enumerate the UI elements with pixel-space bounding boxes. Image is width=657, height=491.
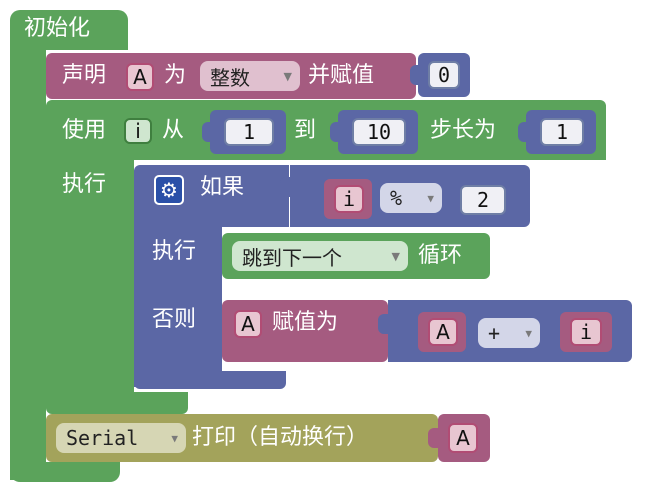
assign-block[interactable]: A 赋值为 [222, 300, 388, 362]
chevron-down-icon: ▼ [391, 249, 400, 263]
add-left-var[interactable]: A [428, 318, 458, 346]
add-right-block[interactable]: i [560, 312, 612, 352]
connector-tab [330, 122, 342, 142]
connector-tab [202, 122, 214, 142]
init-block-spine [10, 50, 46, 480]
if-label: 如果 [200, 175, 245, 200]
connector-tab [518, 122, 530, 142]
declare-prefix: 声明 [62, 63, 107, 88]
if-block-spine [134, 225, 222, 387]
continue-block[interactable]: 跳到下一个 ▼ 循环 [222, 233, 490, 279]
chevron-down-icon: ▼ [283, 69, 292, 83]
declare-assign-label: 并赋值 [308, 63, 375, 88]
declare-block[interactable]: 声明 A 为 整数 ▼ 并赋值 [46, 53, 416, 99]
add-left-block[interactable]: A [418, 312, 466, 352]
for-to-value[interactable]: 10 [352, 118, 406, 146]
if-do-label: 执行 [152, 239, 197, 264]
declare-var-field[interactable]: A [126, 63, 154, 91]
for-use-label: 使用 [62, 118, 107, 143]
for-do-label: 执行 [62, 172, 107, 197]
add-operator-value: + [488, 321, 501, 345]
for-step-value[interactable]: 1 [540, 118, 584, 146]
if-else-label: 否则 [152, 307, 197, 332]
for-loop-block[interactable]: 使用 i 从 1 到 10 步长为 1 执行 [46, 100, 606, 420]
serial-port-value: Serial [66, 426, 139, 450]
serial-print-label: 打印（自动换行） [192, 425, 369, 450]
for-var-field[interactable]: i [124, 118, 152, 144]
add-right-var[interactable]: i [570, 318, 602, 346]
condition-var-block[interactable]: i [324, 179, 372, 219]
for-loop-spine [46, 160, 134, 400]
declare-as-label: 为 [164, 63, 187, 88]
if-condition-block[interactable]: i % ▼ 2 [280, 165, 530, 227]
operator-value: % [390, 186, 403, 210]
init-block-bottom [10, 462, 120, 482]
condition-var[interactable]: i [334, 185, 364, 213]
gear-icon[interactable]: ⚙ [154, 175, 184, 205]
connector-tab [280, 177, 292, 197]
assign-label: 赋值为 [272, 310, 339, 335]
declare-init-value[interactable]: 0 [428, 61, 460, 89]
for-from-label: 从 [162, 118, 185, 143]
for-to-block[interactable]: 10 [330, 110, 418, 154]
if-block-bottom [134, 371, 286, 389]
loop-control-value: 跳到下一个 [242, 245, 342, 270]
serial-port-dropdown[interactable]: Serial ▼ [56, 423, 186, 453]
operator-dropdown[interactable]: % ▼ [380, 183, 442, 213]
add-block[interactable]: A + ▼ i [378, 300, 632, 362]
serial-value-block[interactable]: A [428, 414, 490, 462]
if-block[interactable]: ⚙ 如果 执行 否则 [134, 165, 494, 395]
for-from-value[interactable]: 1 [224, 118, 274, 146]
for-to-label: 到 [294, 118, 317, 143]
loop-control-dropdown[interactable]: 跳到下一个 ▼ [232, 241, 408, 271]
chevron-down-icon: ▼ [171, 431, 178, 445]
chevron-down-icon: ▼ [525, 326, 532, 340]
declare-value-block[interactable]: 0 [410, 53, 470, 97]
loop-control-suffix: 循环 [418, 243, 463, 268]
add-operator-dropdown[interactable]: + ▼ [478, 318, 540, 348]
for-step-label: 步长为 [430, 118, 497, 143]
declare-type-value: 整数 [210, 65, 250, 90]
for-step-block[interactable]: 1 [518, 110, 596, 154]
init-block-top [10, 10, 128, 50]
for-loop-bottom [46, 392, 188, 414]
condition-value[interactable]: 2 [460, 185, 506, 215]
assign-var-field[interactable]: A [234, 310, 262, 338]
init-block-label: 初始化 [24, 16, 91, 41]
chevron-down-icon: ▼ [427, 191, 434, 205]
for-from-block[interactable]: 1 [202, 110, 286, 154]
connector-tab [428, 428, 440, 448]
connector-tab [378, 314, 390, 334]
connector-tab [410, 65, 422, 85]
declare-type-dropdown[interactable]: 整数 ▼ [200, 61, 300, 91]
serial-value-var[interactable]: A [448, 423, 478, 453]
serial-println-block[interactable]: Serial ▼ 打印（自动换行） [46, 414, 438, 462]
